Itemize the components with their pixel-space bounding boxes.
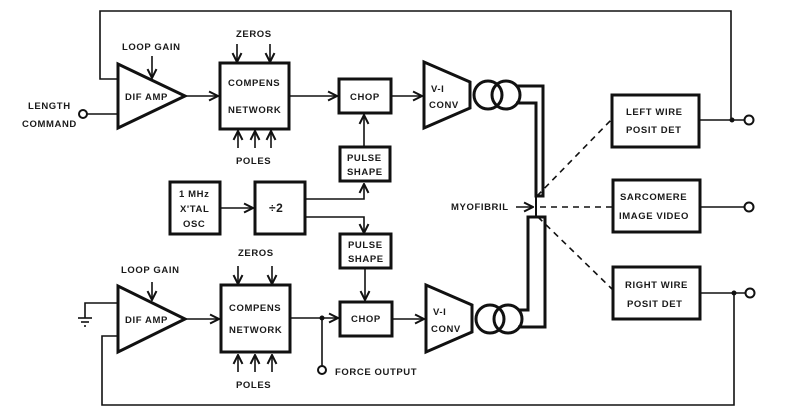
bottom-compens-label-1: COMPENS <box>229 303 281 314</box>
right-wire-position-detector <box>611 265 702 321</box>
bottom-pulse-label-1: PULSE <box>348 240 383 251</box>
myofibril-label: MYOFIBRIL <box>451 202 509 213</box>
left-wire-label-1: LEFT WIRE <box>626 107 683 118</box>
bottom-dif-amp-label: DIF AMP <box>125 315 168 326</box>
left-wire-sight-line <box>536 118 613 197</box>
top-pulse-label-2: SHAPE <box>347 167 383 178</box>
bottom-vi-label-1: V-I <box>433 307 446 318</box>
force-output-terminal[interactable] <box>317 365 327 375</box>
top-loop-gain-label: LOOP GAIN <box>122 42 181 53</box>
bottom-feedback-wire <box>101 293 735 406</box>
top-pulse-label-1: PULSE <box>347 153 382 164</box>
bottom-chop <box>338 300 394 338</box>
sarcomere-output-terminal[interactable] <box>743 201 755 213</box>
length-command-label-2: COMMAND <box>22 119 77 130</box>
bottom-poles-label: POLES <box>236 380 271 391</box>
sarcomere-label-1: SARCOMERE <box>620 192 687 203</box>
force-output-label: FORCE OUTPUT <box>335 367 417 378</box>
left-wire-output-terminal[interactable] <box>743 114 755 126</box>
bottom-vi-conv <box>424 282 474 355</box>
top-compens-label-1: COMPENS <box>228 78 280 89</box>
right-wire-output-terminal[interactable] <box>744 287 756 299</box>
top-compens-label-2: NETWORK <box>228 105 281 116</box>
bottom-coil-lead <box>518 215 547 329</box>
left-wire-label-2: POSIT DET <box>626 125 682 136</box>
osc-label-3: OSC <box>183 219 205 230</box>
top-dif-amp <box>116 61 189 131</box>
ground-icon <box>78 302 118 327</box>
bottom-loop-gain-label: LOOP GAIN <box>121 265 180 276</box>
bottom-zeros-label: ZEROS <box>238 248 274 259</box>
top-vi-label-2: CONV <box>429 100 459 111</box>
top-feedback-wire <box>99 10 732 118</box>
top-chop <box>337 77 393 115</box>
top-vi-label-1: V-I <box>431 84 444 95</box>
top-zeros-label: ZEROS <box>236 29 272 40</box>
bottom-pulse-label-2: SHAPE <box>348 254 384 265</box>
top-vi-conv <box>422 59 472 131</box>
bottom-dif-amp <box>116 283 189 355</box>
crystal-oscillator <box>168 180 222 236</box>
sarcomere-label-2: IMAGE VIDEO <box>619 211 689 222</box>
divider-to-top-pulse <box>305 184 364 200</box>
top-transformer-icon <box>472 79 522 111</box>
right-wire-label-2: POSIT DET <box>627 299 683 310</box>
bottom-vi-label-2: CONV <box>431 324 461 335</box>
top-compens-network <box>218 61 291 131</box>
top-poles-label: POLES <box>236 156 271 167</box>
divider-to-bottom-pulse <box>305 216 364 233</box>
bottom-transformer-icon <box>474 303 524 335</box>
right-wire-label-1: RIGHT WIRE <box>625 280 688 291</box>
bottom-pulse-shape <box>338 232 393 270</box>
left-wire-junction <box>729 117 735 123</box>
left-wire-position-detector <box>610 93 701 149</box>
length-command-label-1: LENGTH <box>28 101 71 112</box>
top-coil-lead <box>516 84 545 198</box>
top-pulse-shape <box>338 145 392 183</box>
bottom-compens-label-2: NETWORK <box>229 325 282 336</box>
divider-label: ÷2 <box>269 201 283 215</box>
divide-by-two <box>253 180 307 236</box>
top-dif-amp-label: DIF AMP <box>125 92 168 103</box>
osc-label-2: X'TAL <box>180 204 209 215</box>
length-command-terminal[interactable] <box>78 109 88 119</box>
right-wire-sight-line <box>537 216 613 290</box>
osc-label-1: 1 MHz <box>179 189 209 200</box>
top-chop-label: CHOP <box>350 92 380 103</box>
sarcomere-image-video <box>611 178 702 234</box>
bottom-chop-label: CHOP <box>351 314 381 325</box>
bottom-compens-network <box>219 283 292 354</box>
